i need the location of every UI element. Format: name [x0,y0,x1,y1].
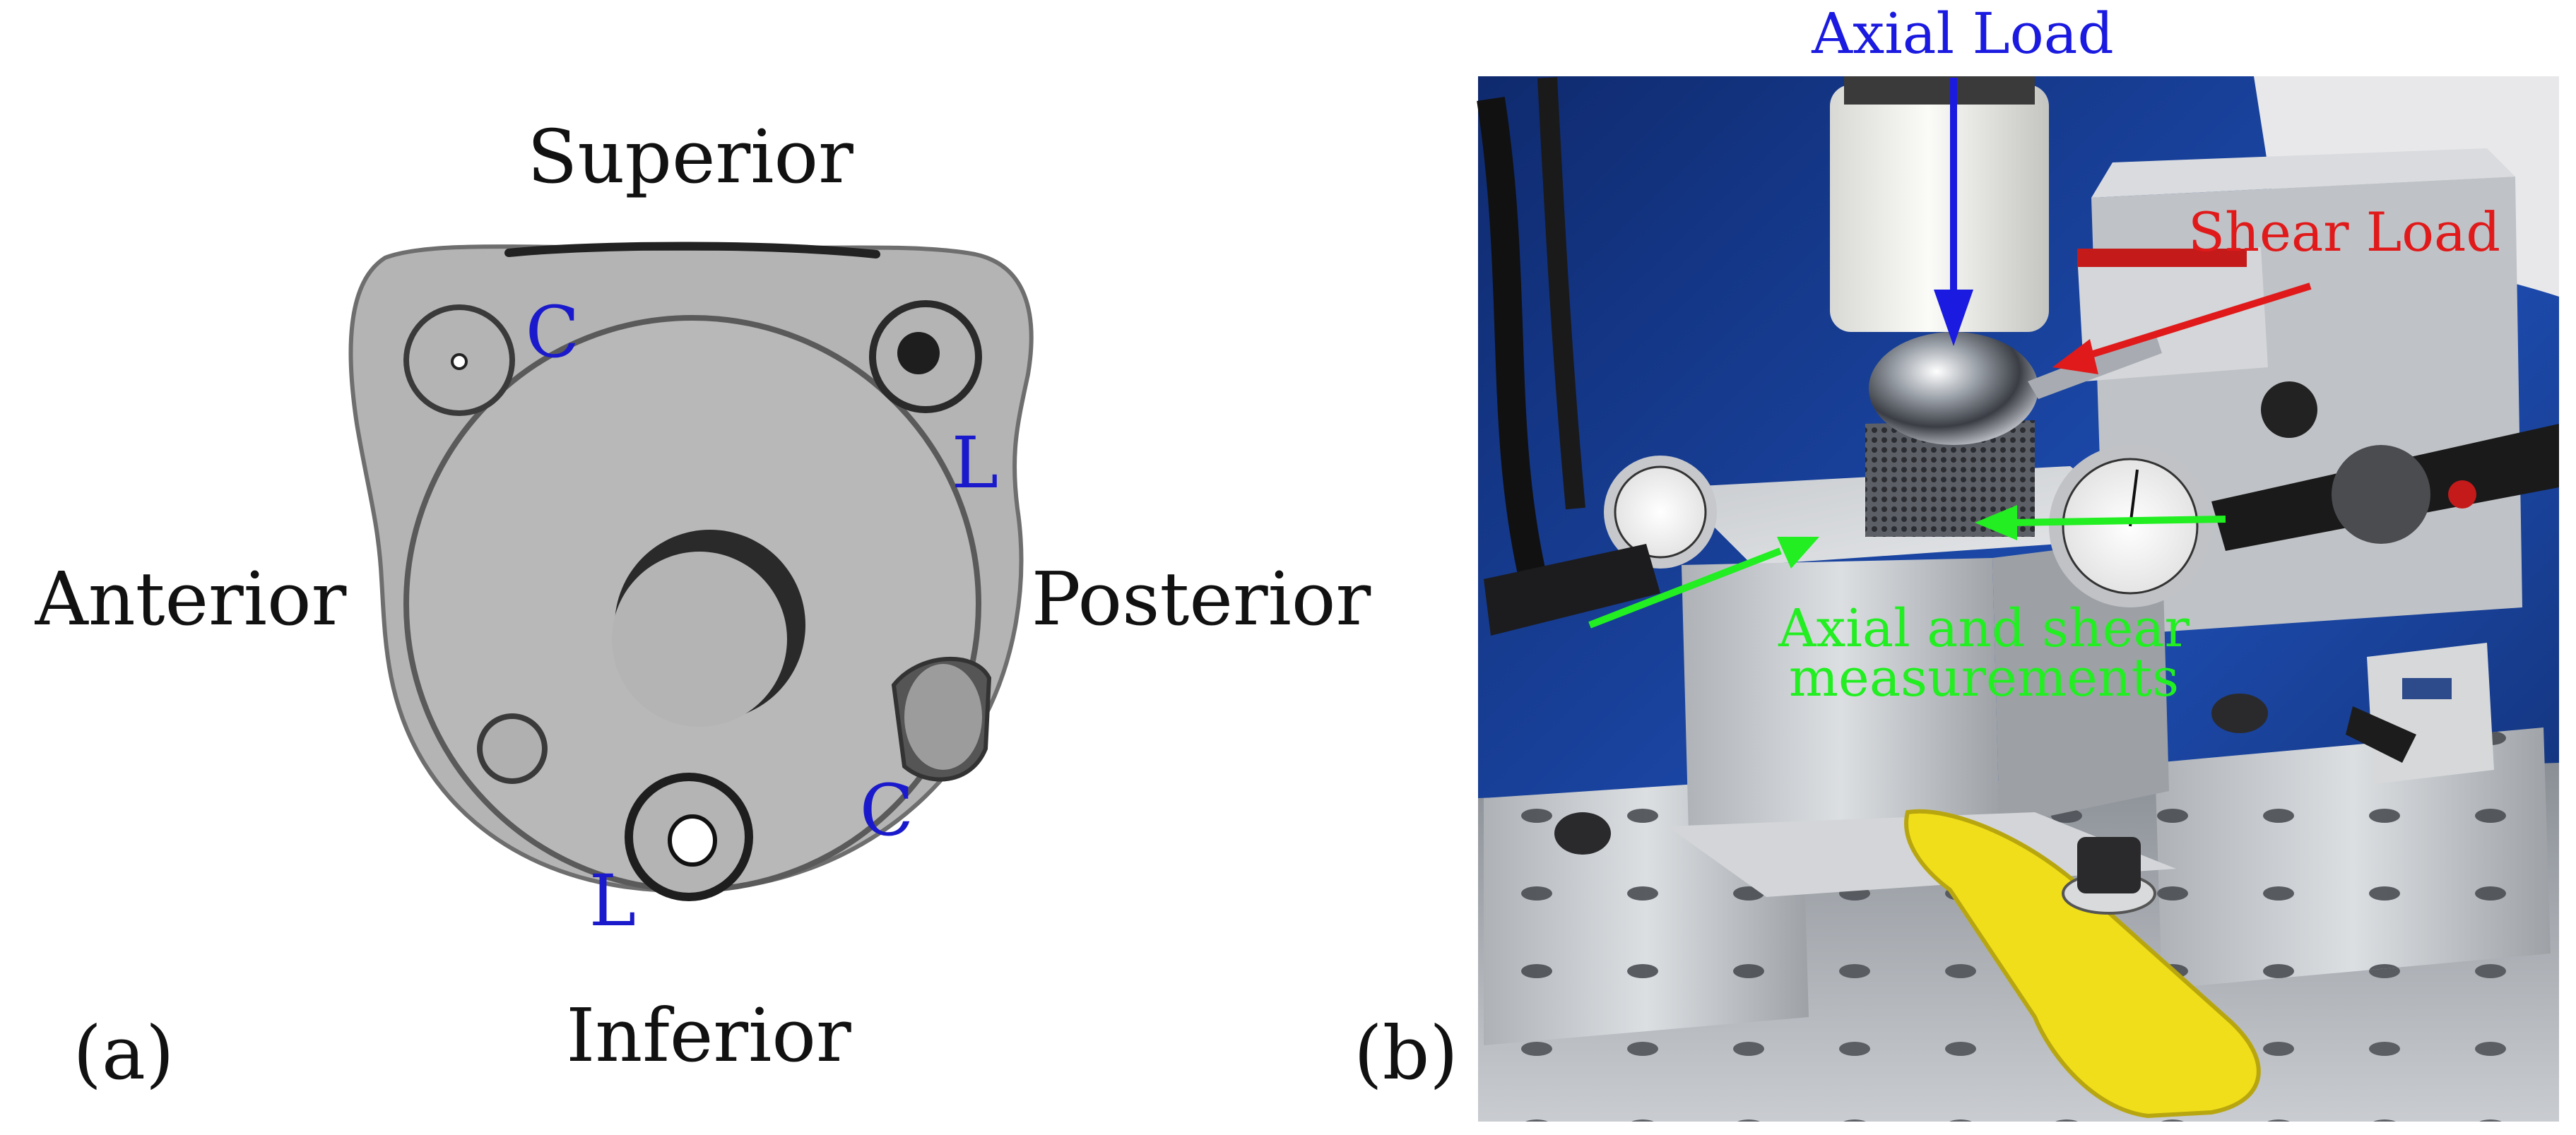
cap-screw [1554,812,1611,855]
label-posterior: Posterior [1032,556,1371,642]
red-button [2448,480,2476,509]
shear-load-arrowhead [2052,339,2098,374]
dome-head [1869,332,2038,445]
photograph [1477,76,2559,1122]
joint [2332,445,2430,544]
label-anterior: Anterior [35,556,347,642]
measurement-arrow-left-head [1777,537,1819,569]
central-boss [612,552,787,727]
cable [1537,77,1585,510]
measurement-arrow-right [2009,516,2226,526]
yellow-clamp [1904,809,2261,1119]
knob [2261,381,2317,438]
label-superior: Superior [527,114,853,200]
magnetic-base-label [2402,678,2452,699]
hole-l-top-right-center [897,332,940,374]
label-inferior: Inferior [566,992,851,1078]
panel-a: Superior Inferior Anterior Posterior C L… [35,114,1371,1096]
measurements-label-line1: Axial and shear [1778,598,2190,659]
cap-screw [2211,694,2268,733]
panel-b-label: (b) [1354,1010,1458,1096]
cable [1477,96,1547,583]
dial-gauge-left [1614,465,1707,559]
shear-load-label: Shear Load [2188,201,2500,263]
dial-gauge-right-needle [2129,469,2139,527]
magnetic-switch [2346,706,2416,763]
panel-a-label: (a) [73,1010,174,1096]
hole-label-l-bottom: L [589,860,636,942]
red-fixture-bar [2077,249,2247,267]
hole-l-bottom-center [668,814,717,867]
implant-top-edge [504,242,880,259]
hole-label-c-top-left: C [526,291,580,374]
hole-c-top-left-center [451,353,468,370]
hole-label-l-top-right: L [952,422,998,504]
clamp-bolt-head [2077,837,2141,893]
measurements-label-line2: measurements [1789,648,2179,708]
panel-b: Axial Load Shear Load Axial and shear me… [1354,1,2559,1122]
shear-load-arrow [2083,283,2312,360]
measurement-arrow-right-head [1975,505,2017,540]
load-cylinder [1830,85,2049,332]
axial-load-label: Axial Load [1811,1,2113,66]
right-lower-block-holes [2155,727,2551,989]
measurement-arrow-left [1588,547,1782,629]
right-block-top [2091,148,2515,198]
center-block-front [1682,558,1999,833]
center-block-side [1992,537,2169,826]
small-hole [477,713,548,784]
axial-load-arrowhead [1934,290,1973,346]
hole-label-c-bottom-right: C [860,769,914,852]
hole-c-bottom-right-face [904,664,982,770]
left-arm [1484,544,1660,636]
load-cylinder-top [1844,76,2035,105]
mesh-implant [1865,420,2035,537]
magnetic-base [2367,643,2494,784]
